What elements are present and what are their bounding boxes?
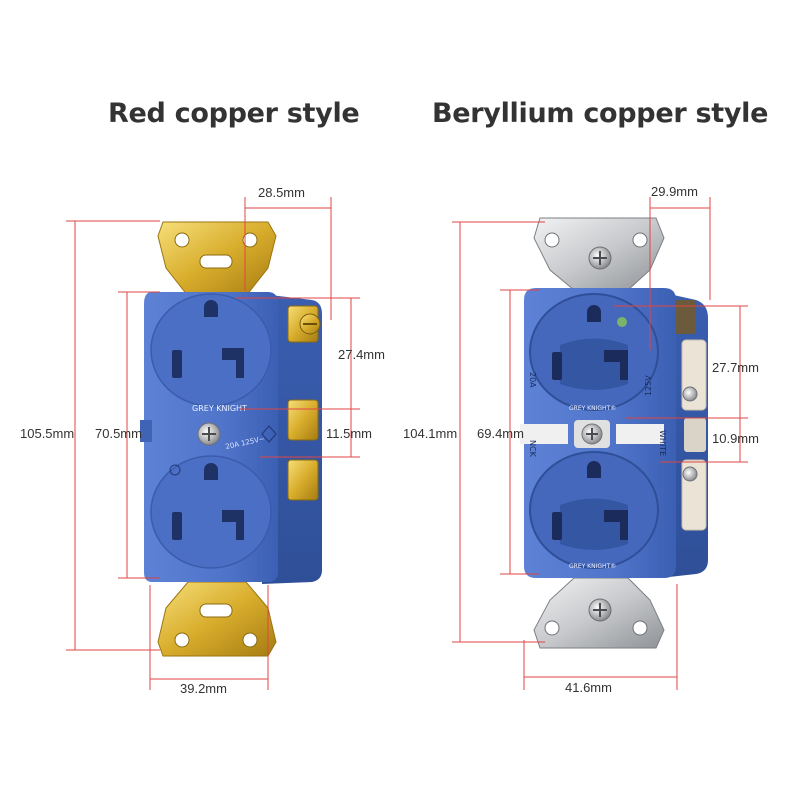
side-text-white: WHITE xyxy=(658,430,667,456)
dim-right-bottom-width: 41.6mm xyxy=(565,680,612,695)
dim-left-body-height: 70.5mm xyxy=(95,426,142,441)
dim-left-outlet-span: 27.4mm xyxy=(338,347,385,362)
dimension-lines-left xyxy=(66,197,360,690)
dim-left-total-height: 105.5mm xyxy=(20,426,75,441)
title-beryllium-copper: Beryllium copper style xyxy=(432,98,769,129)
dim-right-total-height: 104.1mm xyxy=(403,426,458,441)
red-copper-outlet xyxy=(140,221,322,657)
brand-label-left: GREY KNIGHT xyxy=(192,404,247,413)
brand-label-right-bottom: GREY KNIGHT® xyxy=(569,563,616,570)
dim-left-bottom-width: 39.2mm xyxy=(180,681,227,696)
dim-right-outlet-span: 27.7mm xyxy=(712,360,759,375)
dimension-lines-right xyxy=(452,197,748,690)
brand-label-right-top: GREY KNIGHT® xyxy=(569,405,616,412)
dim-right-body-height: 69.4mm xyxy=(477,426,524,441)
title-red-copper: Red copper style xyxy=(108,98,360,129)
side-text-20a: 20A xyxy=(528,372,537,388)
dim-left-center-gap: 11.5mm xyxy=(326,426,372,441)
beryllium-copper-outlet xyxy=(520,217,708,649)
dim-right-center-gap: 10.9mm xyxy=(712,431,759,446)
side-text-125v: 125V xyxy=(644,375,653,396)
side-text-nck: NCK xyxy=(528,440,537,458)
dim-left-top-width: 28.5mm xyxy=(258,185,305,200)
dim-right-top-width: 29.9mm xyxy=(651,184,698,199)
